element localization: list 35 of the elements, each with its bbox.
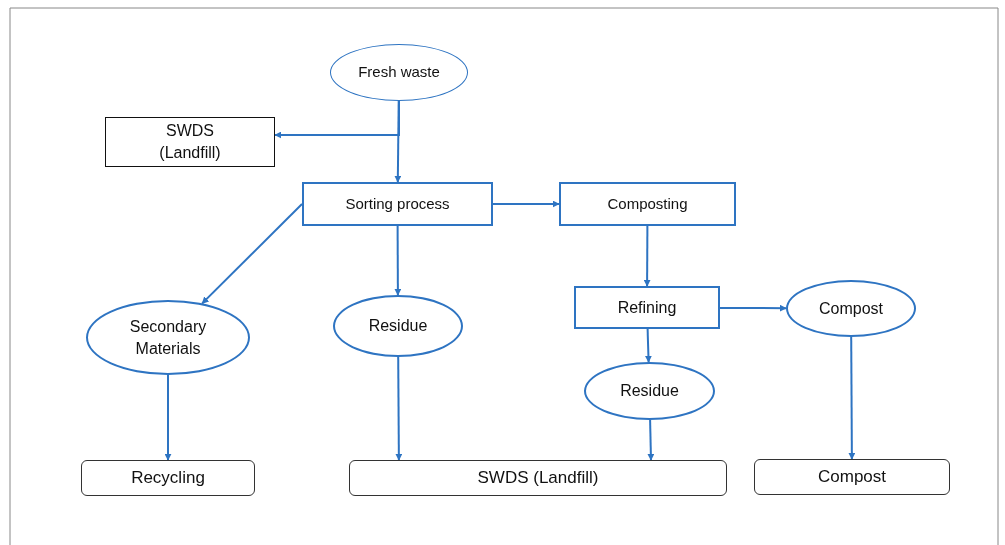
process-box <box>105 117 275 167</box>
node-label: Residue <box>368 316 428 337</box>
arrow <box>643 225 651 287</box>
output-box <box>349 460 727 496</box>
process-ellipse <box>330 44 468 101</box>
arrow <box>848 336 856 460</box>
arrow <box>644 328 652 363</box>
arrow <box>394 225 402 296</box>
process-box <box>302 182 493 226</box>
process-box <box>559 182 736 226</box>
node-label: SWDS (Landfill) <box>477 466 599 489</box>
process-box <box>574 286 720 329</box>
process-ellipse <box>86 300 250 375</box>
arrow <box>647 419 655 461</box>
arrow <box>274 100 400 139</box>
node-label: Residue <box>620 381 679 402</box>
arrow <box>395 356 403 461</box>
output-box <box>81 460 255 496</box>
arrow <box>201 203 303 305</box>
node-label: Fresh waste <box>358 62 440 83</box>
arrow <box>492 200 560 208</box>
node-label: Recycling <box>131 466 205 489</box>
arrow <box>719 304 787 312</box>
node-label: Composting <box>607 193 688 214</box>
process-ellipse <box>333 295 463 357</box>
node-label: SWDS (Landfill) <box>158 121 222 163</box>
node-label: Sorting process <box>345 193 450 214</box>
node-label: Refining <box>617 297 677 318</box>
output-box <box>754 459 950 495</box>
node-label: Compost <box>819 298 883 319</box>
process-ellipse <box>786 280 916 337</box>
node-label: Secondary Materials <box>128 316 208 359</box>
arrow <box>164 374 172 461</box>
process-ellipse <box>584 362 715 420</box>
node-label: Compost <box>818 465 886 488</box>
